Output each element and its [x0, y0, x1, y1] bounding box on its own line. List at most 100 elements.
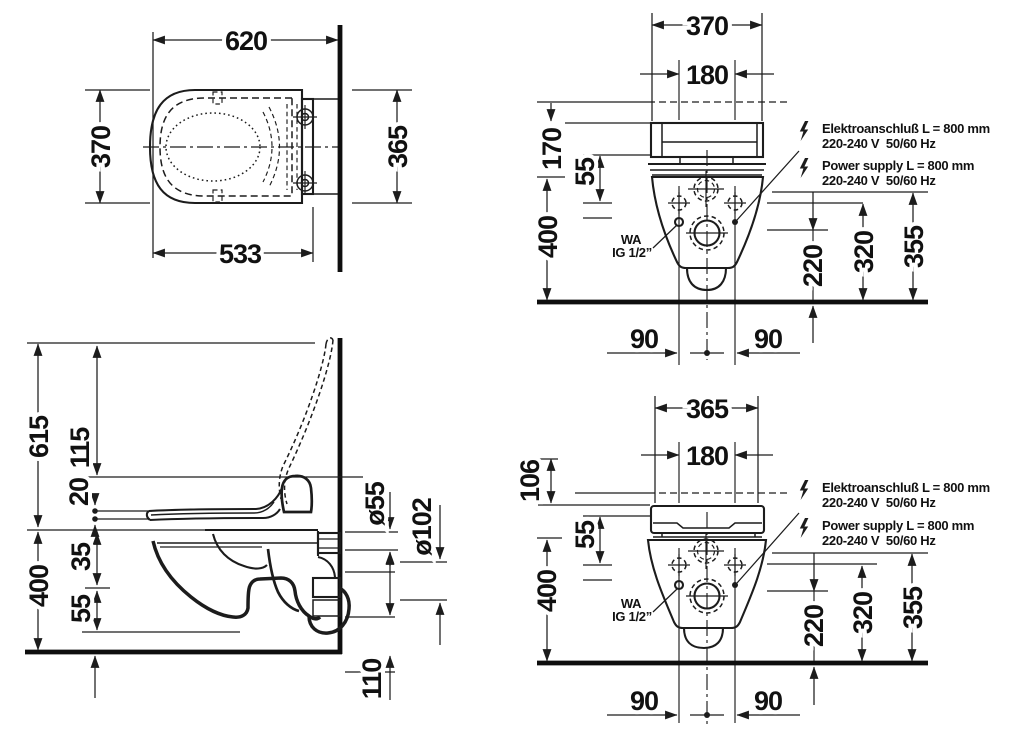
- fb-dimensions: 365 180 106 55 400: [511, 390, 932, 720]
- dim-620: 620: [152, 22, 339, 60]
- fa-dim-400-label: 400: [533, 216, 563, 258]
- fb-electro-text-2: 220-240 V 50/60 Hz: [822, 495, 936, 510]
- fa-bowl-outline: [650, 175, 765, 270]
- fb-dim-width: 365: [654, 390, 759, 428]
- plan-dimensions: 620 370 365 533: [82, 22, 417, 273]
- lightning-bolt-icon: [799, 158, 809, 178]
- fa-dim-55-label: 55: [570, 157, 600, 186]
- fa-extension-lines: [537, 13, 928, 231]
- fb-dim-55: 55: [566, 516, 605, 564]
- fa-dim-90-right: 90: [736, 320, 800, 358]
- fb-dim-90r-label: 90: [754, 686, 782, 716]
- fb-dim-320-label: 320: [848, 592, 878, 634]
- fb-electric-leader-line: [736, 512, 800, 584]
- fa-dim-320: 320: [845, 203, 883, 301]
- fa-dim-355-label: 355: [899, 225, 929, 268]
- plan-fixing-bolt-top: [293, 105, 317, 129]
- fa-power-text-2: 220-240 V 50/60 Hz: [822, 173, 936, 188]
- dim-620-label: 620: [225, 26, 267, 56]
- fa-dim-220-label: 220: [798, 245, 828, 287]
- side-dim-35-label: 35: [66, 542, 96, 571]
- fb-power-text-2: 220-240 V 50/60 Hz: [822, 533, 936, 548]
- side-closed-seat: [145, 474, 314, 522]
- front-view-sensowash: 370 180 170 55 400: [529, 7, 993, 365]
- fa-power-text-1: Power supply L = 800 mm: [822, 158, 974, 173]
- side-dim-110-label: 110: [357, 659, 387, 700]
- fb-dim-55-label: 55: [570, 520, 600, 549]
- fa-seat-unit: [648, 121, 766, 176]
- fa-dim-90-left: 90: [607, 320, 678, 358]
- fb-dim-400: 400: [528, 539, 566, 662]
- fa-dim-90l-label: 90: [630, 324, 658, 354]
- plan-hinge-hole-top: [212, 91, 223, 105]
- fa-electro-text-2: 220-240 V 50/60 Hz: [822, 136, 936, 151]
- fa-dimensions: 370 180 170 55 400: [529, 7, 933, 358]
- fb-dim-90l-label: 90: [630, 686, 658, 716]
- side-dim-20-label: 20: [64, 478, 94, 506]
- side-dim-20: 20: [60, 474, 100, 537]
- lightning-bolt-icon: [799, 480, 809, 500]
- plan-fixing-bolt-bottom: [293, 171, 317, 195]
- fa-electric-leader-line: [736, 150, 800, 221]
- dim-370: 370: [82, 89, 120, 204]
- side-trap-u-bend: [307, 586, 351, 635]
- dim-365-label: 365: [383, 125, 413, 168]
- side-seat-back-unit: [280, 474, 314, 514]
- dim-370-label: 370: [86, 126, 116, 168]
- plan-view: 620 370 365 533: [82, 22, 417, 273]
- fa-dim-seat-label: 170: [537, 128, 567, 170]
- side-view: 615 400 115 20 35 55: [20, 337, 447, 703]
- dim-533-label: 533: [219, 239, 262, 269]
- fa-dim-320-label: 320: [849, 231, 879, 273]
- dim-365: 365: [379, 89, 417, 204]
- fa-dim-355: 355: [895, 192, 933, 301]
- fb-dim-355-label: 355: [898, 586, 928, 629]
- side-ceramic-bowl: [27, 528, 351, 635]
- plan-seat-dashed-outline: [159, 97, 293, 197]
- plan-bracket-to-wall-lines: [313, 98, 338, 195]
- fb-dim-220-label: 220: [799, 605, 829, 647]
- fb-dim-320: 320: [844, 565, 882, 662]
- fb-dim-holes: 180: [641, 437, 773, 475]
- fb-dim-90-right: 90: [736, 682, 800, 720]
- fa-dim-90r-label: 90: [754, 324, 782, 354]
- fb-dim-width-label: 365: [686, 394, 729, 424]
- fb-bowl-outline: [646, 538, 768, 630]
- plan-extension-lines: [85, 32, 412, 262]
- plan-toilet-outline: [143, 88, 338, 205]
- fb-dim-seat-height: 106: [511, 455, 556, 506]
- fa-dim-400: 400: [529, 178, 567, 301]
- plan-hinge-hole-bottom: [212, 189, 223, 203]
- fb-dim-355: 355: [894, 553, 932, 662]
- side-dimensions: 615 400 115 20 35 55: [20, 343, 445, 703]
- fb-wa-label-2: IG 1/2”: [612, 609, 652, 624]
- side-dim-55-label: 55: [66, 594, 96, 623]
- fa-wa-leader-line: [652, 224, 678, 249]
- lightning-bolt-icon: [799, 121, 809, 141]
- side-dim-110: 110: [353, 655, 395, 703]
- side-dim-615-label: 615: [24, 415, 54, 458]
- side-dim-dia55-label: ø55: [360, 481, 390, 526]
- fa-hole-axis-lines: [678, 60, 736, 365]
- fb-dim-holes-label: 180: [686, 441, 728, 471]
- front-view-standard: 365 180 106 55 400: [511, 390, 993, 726]
- fa-dim-seat-height: 170: [533, 103, 571, 174]
- fa-dim-width: 370: [651, 7, 763, 45]
- fa-wa-label-2: IG 1/2”: [612, 245, 652, 260]
- fa-center-mark-dot: [704, 350, 710, 356]
- side-dim-115: 115: [61, 345, 102, 476]
- fb-trap-outlet-arc: [682, 627, 725, 650]
- fb-electro-text-1: Elektroanschluß L = 800 mm: [822, 480, 990, 495]
- side-drain-sleeve: [312, 599, 341, 617]
- side-dim-400: 400: [20, 531, 58, 651]
- fb-wa-label-1: WA: [621, 596, 642, 611]
- lightning-bolt-icon: [799, 518, 809, 538]
- fb-center-mark-dot: [704, 712, 710, 718]
- fb-annotations: Elektroanschluß L = 800 mm 220-240 V 50/…: [610, 478, 993, 627]
- side-dim-615: 615: [20, 343, 58, 528]
- fb-dim-400-label: 400: [532, 570, 562, 612]
- fb-hole-axis-lines: [678, 442, 736, 723]
- fb-dim-220: 220: [795, 553, 833, 705]
- side-dim-dia102-label: ø102: [407, 498, 437, 556]
